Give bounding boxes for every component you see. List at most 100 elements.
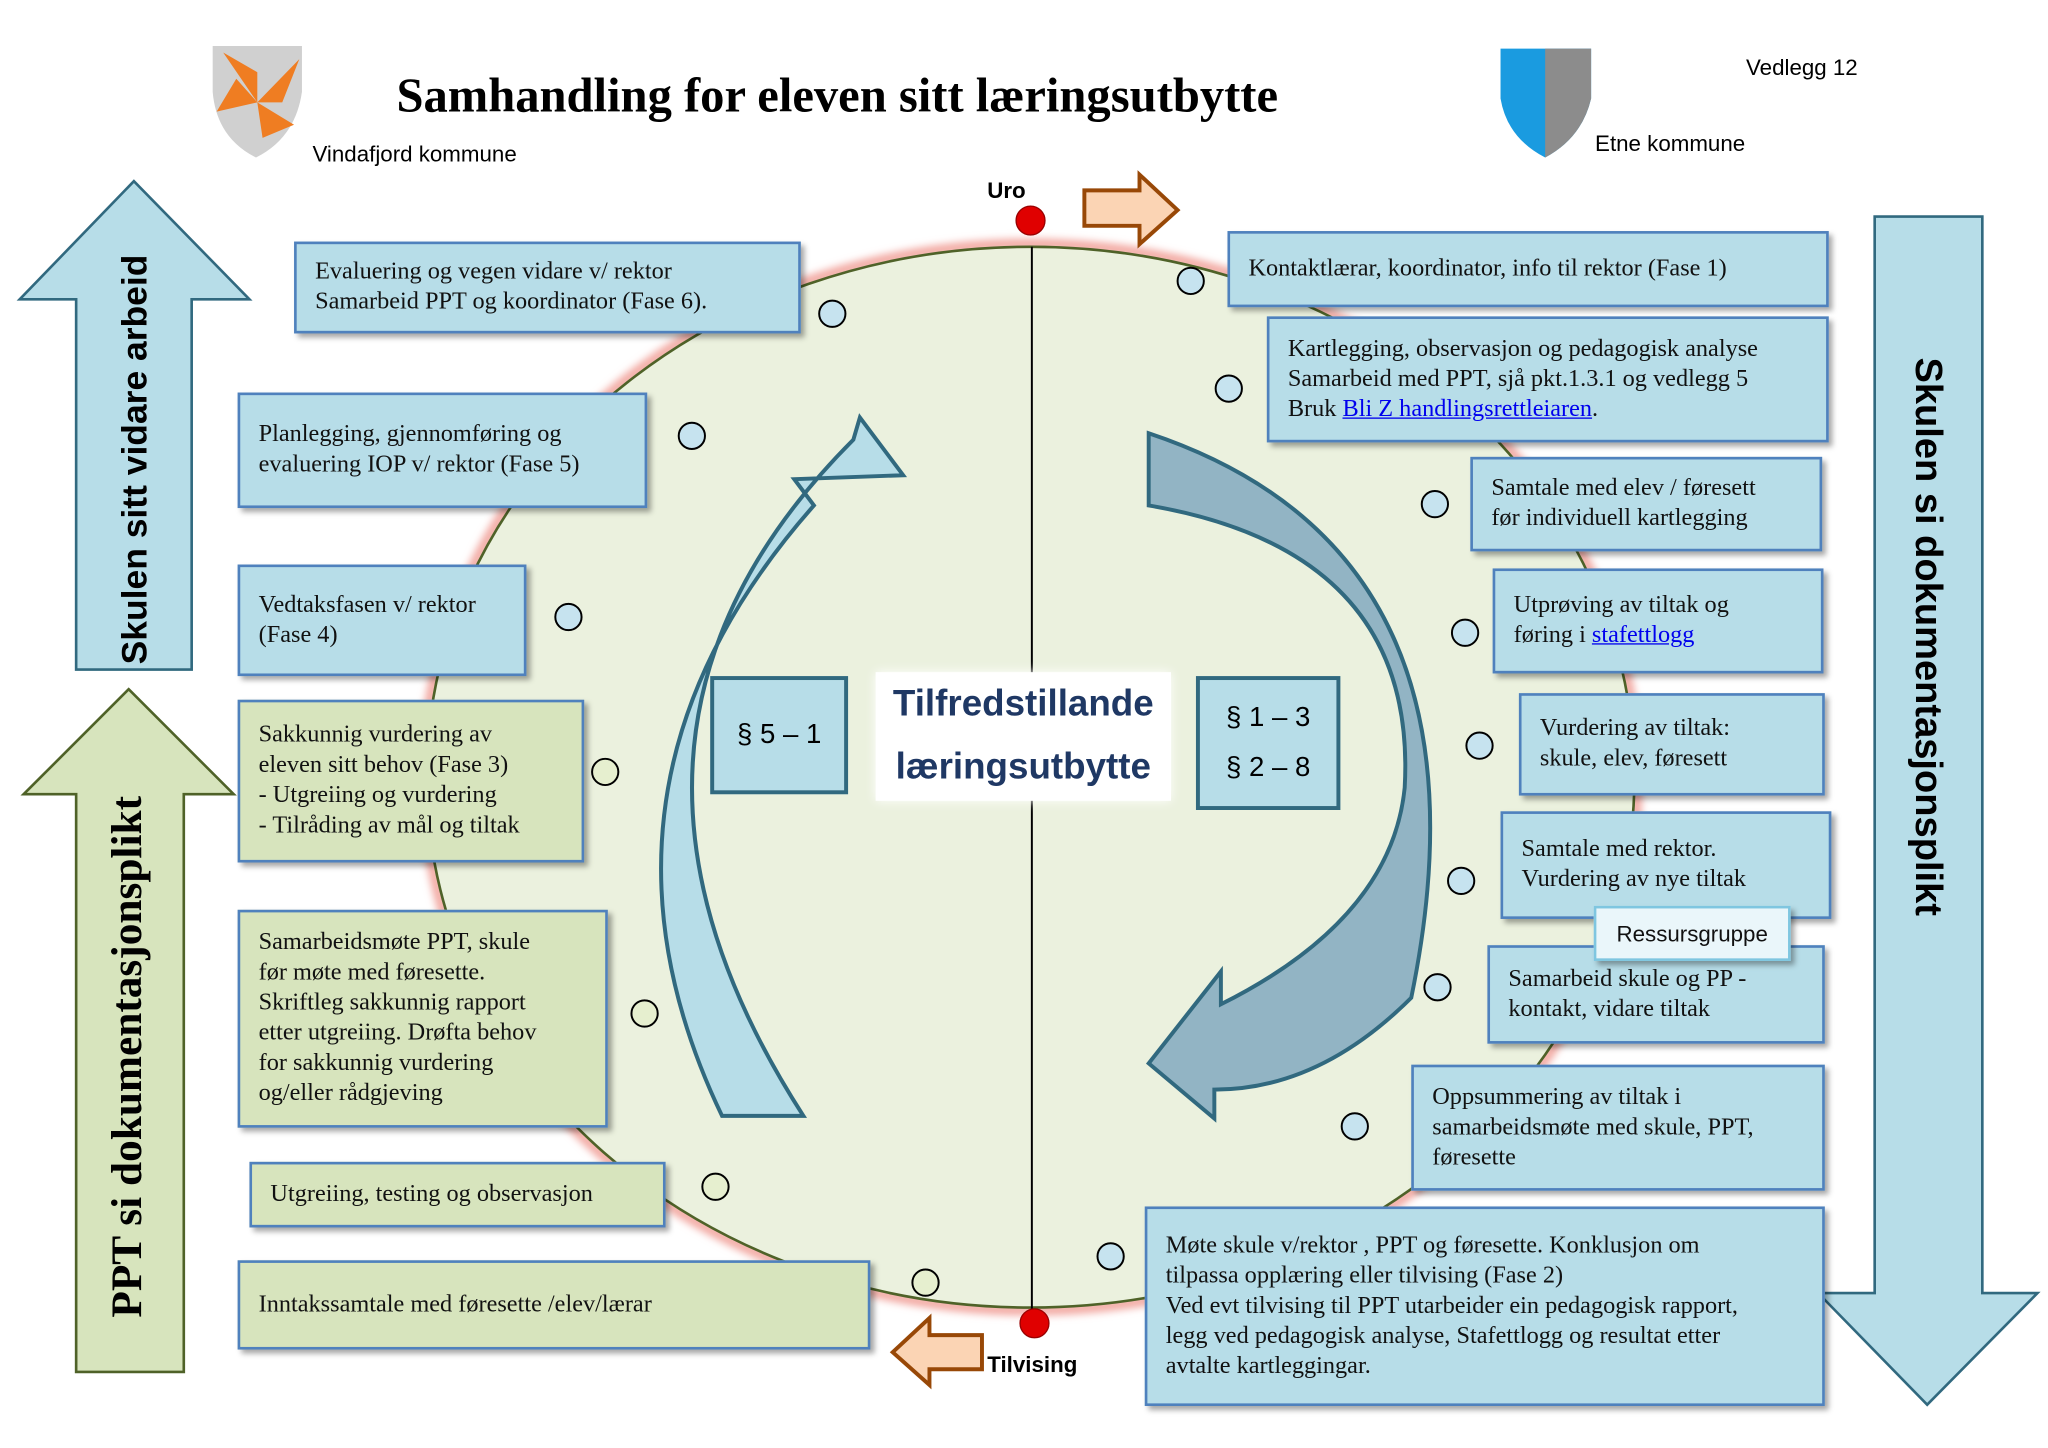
left-step-box: Utgreiing, testing og observasjon xyxy=(249,1161,666,1228)
step-dot xyxy=(1420,490,1450,519)
step-text-line: og/eller rådgjeving xyxy=(258,1080,443,1107)
right-step-box: Samtale med rektor.Vurdering av nye tilt… xyxy=(1500,811,1832,919)
center-line-2: læringsutbytte xyxy=(895,745,1151,787)
step-link-line: Bruk Bli Z handlingsrettleiaren. xyxy=(1288,394,1808,424)
arrow-left-small xyxy=(889,1313,984,1390)
link-text: Bruk xyxy=(1287,395,1343,423)
step-text-line: før individuell kartlegging xyxy=(1491,505,1748,532)
step-text-line: etter utgreiing. Drøfta behov xyxy=(258,1020,537,1047)
step-text-line: Møte skule v/rektor , PPT og føresette. … xyxy=(1165,1232,1700,1259)
step-text-line: for sakkunnig vurdering xyxy=(258,1050,494,1077)
step-text-line: samarbeidsmøte med skule, PPT, xyxy=(1432,1113,1754,1141)
tilvising-marker xyxy=(1019,1308,1050,1339)
step-text-line: skule, elev, føresett xyxy=(1539,745,1728,772)
step-text-line: Kartlegging, observasjon og pedagogisk a… xyxy=(1287,335,1758,362)
right-step-box: Kontaktlærar, koordinator, info til rekt… xyxy=(1227,231,1829,308)
left-step-box: Sakkunnig vurdering av eleven sitt behov … xyxy=(237,699,585,863)
step-text-line: Samarbeid skule og PP - xyxy=(1508,965,1747,992)
attachment-label: Vedlegg 12 xyxy=(1746,55,1858,81)
step-link-line: føring i stafettlogg xyxy=(1514,621,1803,651)
right-step-box: Vurdering av tiltak: skule, elev, føreset… xyxy=(1518,693,1825,796)
section-1-3: § 1 – 3 xyxy=(1225,702,1311,733)
vindafjord-coat-of-arms xyxy=(212,45,302,158)
step-dot xyxy=(1450,618,1480,647)
step-dots xyxy=(554,266,1494,1297)
step-text-line: Samtale med elev / føresett xyxy=(1491,475,1756,502)
step-text-line: Evaluering og vegen vidare v/ rektor xyxy=(315,258,672,285)
skulen-vidare-arbeid-label: Skulen sitt vidare arbeid xyxy=(114,254,155,665)
curved-arrow-left xyxy=(659,413,908,1118)
right-step-box: Oppsummering av tiltak i samarbeidsmøte m… xyxy=(1411,1064,1825,1191)
page-title: Samhandling for eleven sitt læringsutbyt… xyxy=(396,69,1279,124)
arrow-up-skulen xyxy=(16,179,253,671)
tilvising-label: Tilvising xyxy=(987,1352,1078,1378)
link-text: føring i xyxy=(1513,622,1592,649)
left-step-box: Inntakssamtale med føresette /elev/lærar xyxy=(237,1260,871,1350)
step-text-line: Utgreiing, testing og observasjon xyxy=(270,1180,593,1208)
step-dot xyxy=(1465,731,1494,760)
ppt-dokumentasjonsplikt-label: PPT si dokumentasjonsplikt xyxy=(104,795,152,1318)
etne-coat-of-arms xyxy=(1500,48,1592,158)
step-text-line: Ved evt tilvising til PPT utarbeider ein… xyxy=(1165,1292,1739,1319)
right-step-box: Møte skule v/rektor , PPT og føresette. … xyxy=(1144,1206,1825,1407)
step-dot xyxy=(1340,1112,1369,1141)
step-text-line: - Tilråding av mål og tiltak xyxy=(258,812,520,839)
step-dot xyxy=(554,602,583,632)
right-step-box: Kartlegging, observasjon og pedagogisk a… xyxy=(1266,316,1829,443)
left-step-box: Planlegging, gjennomføring og evaluering … xyxy=(237,392,648,509)
section-2-8: § 2 – 8 xyxy=(1225,752,1311,783)
arrow-right-small xyxy=(1082,170,1181,249)
step-dot xyxy=(911,1268,940,1297)
step-dot xyxy=(1447,866,1476,896)
step-text-line: føresette xyxy=(1432,1144,1516,1171)
step-dot xyxy=(818,299,847,328)
step-text-line: Oppsummering av tiltak i xyxy=(1432,1083,1682,1110)
link-text: . xyxy=(1592,395,1599,423)
step-dot xyxy=(1423,973,1452,1002)
uro-label: Uro xyxy=(987,178,1026,204)
step-dot xyxy=(630,999,659,1028)
step-text-line: Kontaktlærar, koordinator, info til rekt… xyxy=(1248,255,1727,282)
step-dot xyxy=(1214,374,1243,403)
step-text-line: Samarbeid med PPT, sjå pkt.1.3.1 og vedl… xyxy=(1287,365,1749,392)
section-5-1-box: § 5 – 1 xyxy=(710,676,849,795)
step-text-line: Vurdering av tiltak: xyxy=(1539,715,1731,742)
step-text-line: før møte med føresette. xyxy=(258,959,486,986)
step-text-line: Samtale med rektor. xyxy=(1521,836,1717,863)
section-1-3-box: § 1 – 3 § 2 – 8 xyxy=(1195,676,1341,810)
step-text-line: Planlegging, gjennomføring og xyxy=(258,421,562,448)
etne-label: Etne kommune xyxy=(1595,131,1746,157)
step-text-line: avtalte kartleggingar. xyxy=(1165,1352,1371,1380)
arrow-down-skulen xyxy=(1815,215,2041,1407)
step-text-line: Utprøving av tiltak og xyxy=(1513,592,1729,619)
step-text-line: Skriftleg sakkunnig rapport xyxy=(258,989,526,1017)
curved-arrow-right xyxy=(1145,430,1433,1123)
step-dot xyxy=(677,421,706,450)
step-text-line: Sakkunnig vurdering av xyxy=(258,722,493,749)
step-text-line: kontakt, vidare tiltak xyxy=(1508,995,1711,1023)
handbook-link[interactable]: Bli Z handlingsrettleiaren xyxy=(1342,395,1593,423)
skulen-dokumentasjonsplikt-label: Skulen si dokumentasjonsplikt xyxy=(1906,357,1949,916)
handbook-link[interactable]: stafettlogg xyxy=(1591,622,1695,649)
step-text-line: tilpassa opplæring eller tilvising (Fase… xyxy=(1165,1262,1564,1289)
step-text-line: Vedtaksfasen v/ rektor xyxy=(258,591,476,618)
step-dot xyxy=(701,1172,730,1201)
step-text-line: (Fase 4) xyxy=(258,621,338,648)
right-step-box: Samarbeid skule og PP - kontakt, vidare t… xyxy=(1487,945,1825,1044)
step-text-line: legg ved pedagogisk analyse, Stafettlogg… xyxy=(1165,1322,1721,1349)
step-dot xyxy=(1176,266,1205,296)
step-text-line: - Utgreiing og vurdering xyxy=(258,782,497,809)
left-step-box: Vedtaksfasen v/ rektor (Fase 4) xyxy=(237,564,527,677)
step-text-line: Samarbeid PPT og koordinator (Fase 6). xyxy=(315,288,708,316)
center-line-1: Tilfredstillande xyxy=(892,682,1154,724)
step-dot xyxy=(1096,1242,1125,1271)
section-5-1: § 5 – 1 xyxy=(736,719,822,750)
step-text-line: evaluering IOP v/ rektor (Fase 5) xyxy=(258,451,580,478)
step-text-line: eleven sitt behov (Fase 3) xyxy=(258,752,509,779)
right-step-box: Samtale med elev / føresett før individue… xyxy=(1470,456,1823,552)
vindafjord-label: Vindafjord kommune xyxy=(312,141,517,167)
